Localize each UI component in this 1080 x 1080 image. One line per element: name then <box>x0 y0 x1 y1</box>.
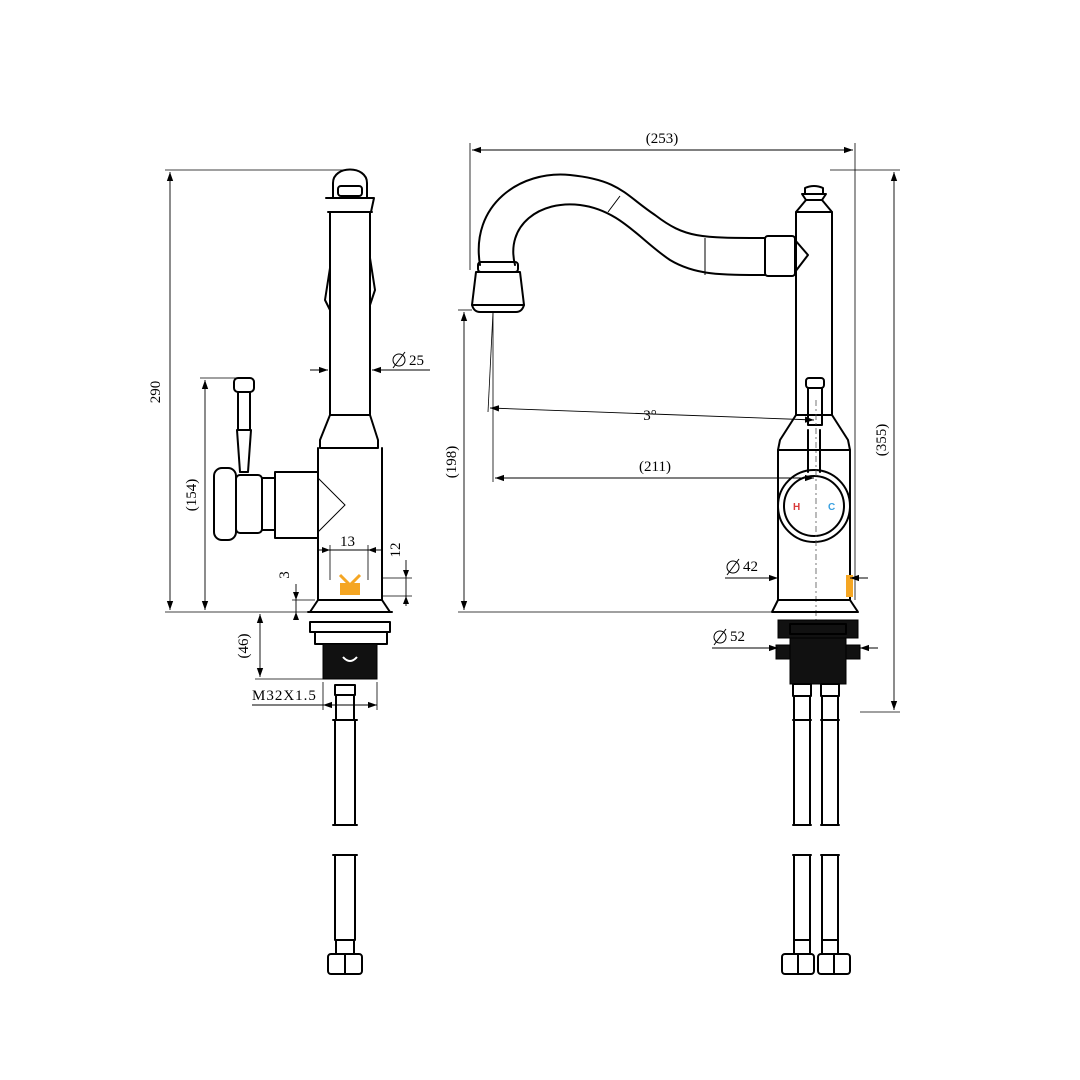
side-top-knob <box>332 168 368 199</box>
front-lever-knob <box>805 377 825 389</box>
side-collar <box>319 414 379 449</box>
front-top-knob <box>804 185 824 195</box>
dim-290-label: 290 <box>148 381 164 404</box>
front-shank <box>789 637 847 685</box>
spout-inner <box>512 203 766 276</box>
side-lever-disc <box>213 467 237 541</box>
side-base <box>309 599 391 613</box>
dim-3-label: 3 <box>277 571 293 579</box>
front-handle-disc <box>777 469 851 543</box>
side-view <box>213 168 393 975</box>
dim-253-label: (253) <box>646 131 679 147</box>
front-dimensions: (253) (355) (198) 3° (211) 42 52 <box>444 131 900 713</box>
side-hose-fitting <box>334 684 356 696</box>
dim-355-label: (355) <box>874 424 890 457</box>
dim-154-label: (154) <box>184 479 200 512</box>
side-lever-knob <box>233 377 255 393</box>
front-collar <box>777 414 851 451</box>
dim-angle-label: 3° <box>643 408 657 424</box>
dim-13-label: 13 <box>340 534 355 550</box>
side-lever-boss <box>274 471 319 539</box>
aerator-ring <box>477 261 519 273</box>
side-base-highlight <box>340 583 360 595</box>
front-base-highlight <box>846 575 853 597</box>
dim-12-label: 12 <box>388 543 404 558</box>
hot-mark: H <box>793 502 800 513</box>
aerator <box>471 271 525 306</box>
front-hoses <box>781 683 851 975</box>
cold-mark: C <box>828 502 835 513</box>
side-hose <box>332 719 358 826</box>
spout-outer <box>477 173 766 266</box>
front-base <box>771 599 859 613</box>
side-washer <box>309 621 391 633</box>
side-column <box>329 211 371 416</box>
side-body <box>317 447 383 601</box>
dim-52-label: 52 <box>730 629 745 645</box>
front-body <box>777 449 851 601</box>
spout-connector <box>764 235 796 277</box>
dim-211-label: (211) <box>639 459 671 475</box>
front-view: H C <box>471 173 861 975</box>
dim-46-label: (46) <box>236 634 252 659</box>
front-column <box>795 211 833 416</box>
dim-25-label: 25 <box>409 353 424 369</box>
dim-thread-label: M32X1.5 <box>252 688 317 704</box>
dim-198-label: (198) <box>444 446 460 479</box>
side-dimensions: 290 (154) 25 13 12 3 (46) <box>148 169 430 710</box>
dim-42-label: 42 <box>743 559 758 575</box>
